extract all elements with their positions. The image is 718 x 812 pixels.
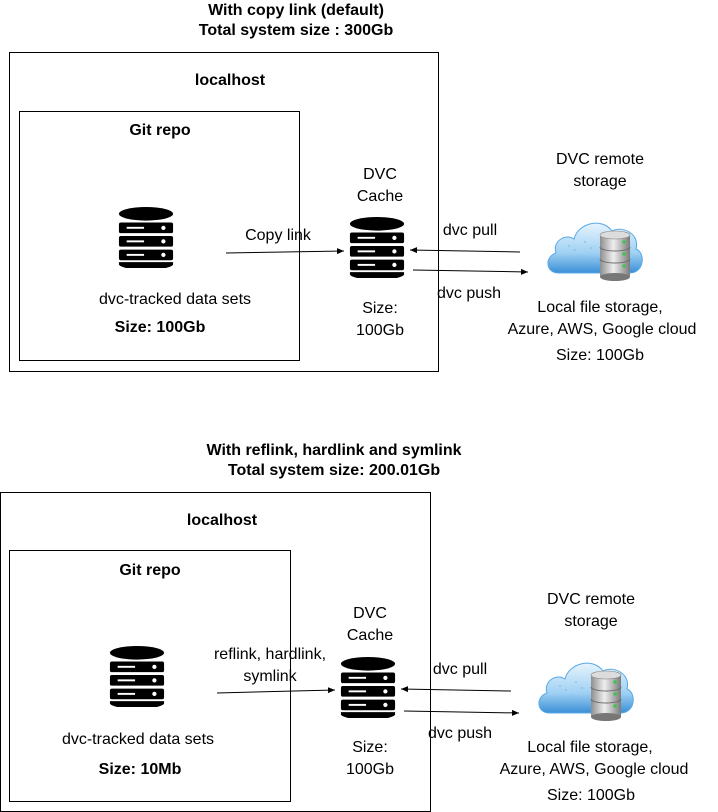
panel2-push-label: dvc push [427, 725, 493, 742]
panel2-datasets-label: dvc-tracked data sets [61, 731, 215, 748]
panel2-cache-label-line1: DVC [353, 605, 387, 622]
panel1-localhost-box [9, 52, 439, 372]
panel2-title-line1: With reflink, hardlink and symlink [206, 442, 462, 459]
panel1-push-label: dvc push [436, 285, 502, 302]
panel2-cache-size-line1: Size: [352, 739, 388, 756]
panel1-git-repo-label: Git repo [129, 122, 191, 139]
panel1-title-line2: Total system size : 300Gb [198, 22, 394, 39]
panel2-cache-size-line2: 100Gb [345, 761, 395, 778]
panel1-remote-label-line1: DVC remote [555, 151, 645, 168]
panel2-datasets-size: Size: 10Mb [98, 761, 182, 778]
panel1-cache-size-line2: 100Gb [355, 322, 405, 339]
panel2-remote-label-line2: storage [564, 613, 618, 630]
panel1-cache-label-line2: Cache [356, 188, 404, 205]
panel2-link-arrow [216, 687, 336, 694]
panel2-remote-size: Size: 100Gb [546, 787, 636, 804]
panel1-cache-size-line1: Size: [362, 300, 398, 317]
panel1-push-arrow [412, 268, 529, 275]
panel1-localhost-label: localhost [194, 72, 266, 89]
panel1-remote-label-line2: storage [573, 173, 627, 190]
panel1-link-label: Copy link [245, 227, 311, 244]
panel2-title-line2: Total system size: 200.01Gb [227, 462, 441, 479]
panel2-link-label-line1: reflink, hardlink, [213, 646, 327, 663]
panel2-remote-label-line1: DVC remote [546, 591, 636, 608]
panel1-remote-desc-line1: Local file storage, [537, 299, 663, 316]
panel1-datasets-size: Size: 100Gb [114, 319, 206, 336]
panel2-remote-desc-line2: Azure, AWS, Google cloud [499, 761, 689, 778]
panel2-git-repo-label: Git repo [119, 562, 181, 579]
panel1-datasets-label: dvc-tracked data sets [98, 291, 252, 308]
panel2-pull-arrow [400, 686, 512, 693]
panel2-cache-label-line2: Cache [346, 627, 394, 644]
panel2-remote-desc-line1: Local file storage, [527, 739, 653, 756]
panel1-link-arrow [225, 248, 345, 255]
panel1-git-repo-box [19, 111, 300, 361]
panel1-cache-label-line1: DVC [363, 166, 397, 183]
panel2-push-arrow [403, 709, 520, 716]
panel2-link-label-line2: symlink [243, 668, 297, 685]
panel1-remote-desc-line2: Azure, AWS, Google cloud [507, 321, 697, 338]
panel2-git-repo-box [9, 550, 291, 802]
panel1-title-line1: With copy link (default) [208, 2, 384, 19]
panel1-remote-size: Size: 100Gb [555, 347, 645, 364]
panel1-pull-arrow [409, 247, 521, 254]
panel2-pull-label: dvc pull [432, 661, 488, 678]
panel2-localhost-label: localhost [186, 512, 258, 529]
panel1-pull-label: dvc pull [442, 222, 498, 239]
